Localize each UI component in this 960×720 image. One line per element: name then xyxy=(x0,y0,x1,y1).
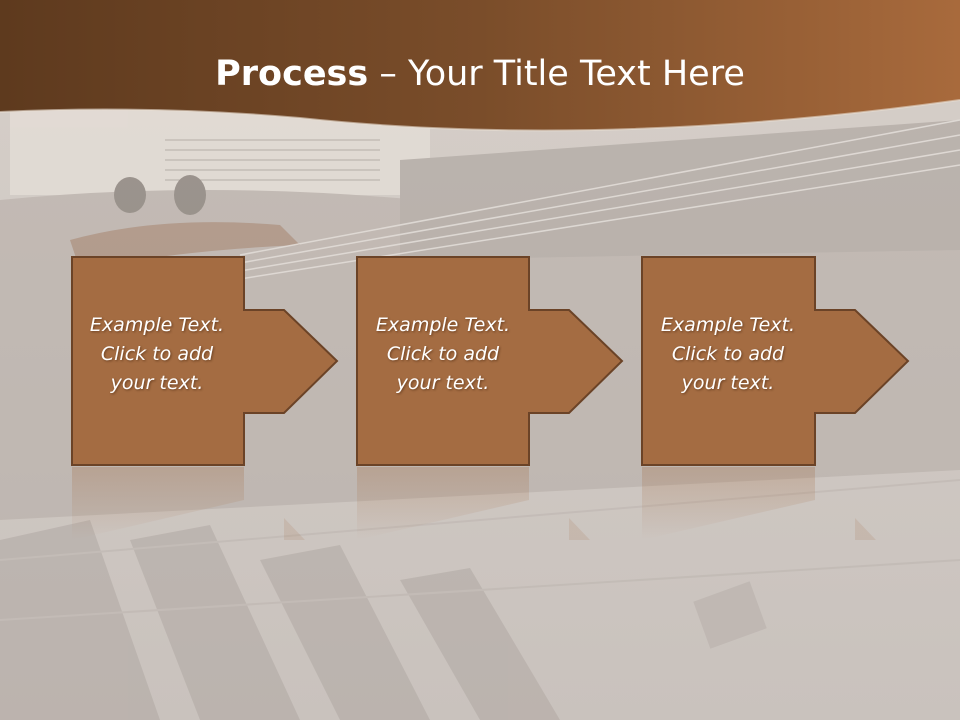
process-step-shape-2 xyxy=(356,256,624,540)
header-band xyxy=(0,0,960,131)
process-step-shape-3 xyxy=(641,256,910,540)
process-step-text-2[interactable]: Example Text. Click to add your text. xyxy=(375,314,511,394)
process-step-shape-1 xyxy=(71,256,339,540)
process-step-text-1[interactable]: Example Text. Click to add your text. xyxy=(89,314,225,394)
title-rest-text: – Your Title Text Here xyxy=(368,54,745,94)
title-bold-text: Process xyxy=(215,54,369,94)
process-step-text-3[interactable]: Example Text. Click to add your text. xyxy=(660,314,796,394)
slide-title[interactable]: Process – Your Title Text Here xyxy=(0,52,960,96)
